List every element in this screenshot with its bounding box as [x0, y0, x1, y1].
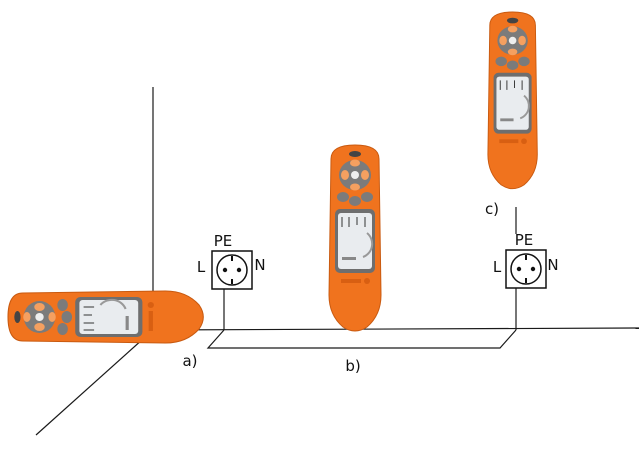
- socket-icon: [211, 250, 253, 290]
- socket-right-l-label: L: [493, 258, 502, 276]
- label-b: b): [345, 357, 360, 375]
- socket-left: PE L N: [197, 232, 266, 290]
- socket-right-pe-label: PE: [515, 231, 534, 249]
- label-c: c): [485, 200, 499, 218]
- socket-right: PE L N: [493, 231, 559, 289]
- meter-device-c: [486, 11, 539, 190]
- socket-left-pe-label: PE: [214, 232, 233, 250]
- meter-device-b: [328, 144, 382, 332]
- conductor-path: [206, 207, 517, 349]
- meter-device-a: [6, 289, 205, 345]
- socket-left-l-label: L: [197, 258, 206, 276]
- socket-right-n-label: N: [547, 256, 558, 274]
- socket-left-n-label: N: [254, 256, 265, 274]
- socket-icon: [505, 249, 547, 289]
- label-a: a): [182, 352, 197, 370]
- wall-lines: [35, 87, 639, 436]
